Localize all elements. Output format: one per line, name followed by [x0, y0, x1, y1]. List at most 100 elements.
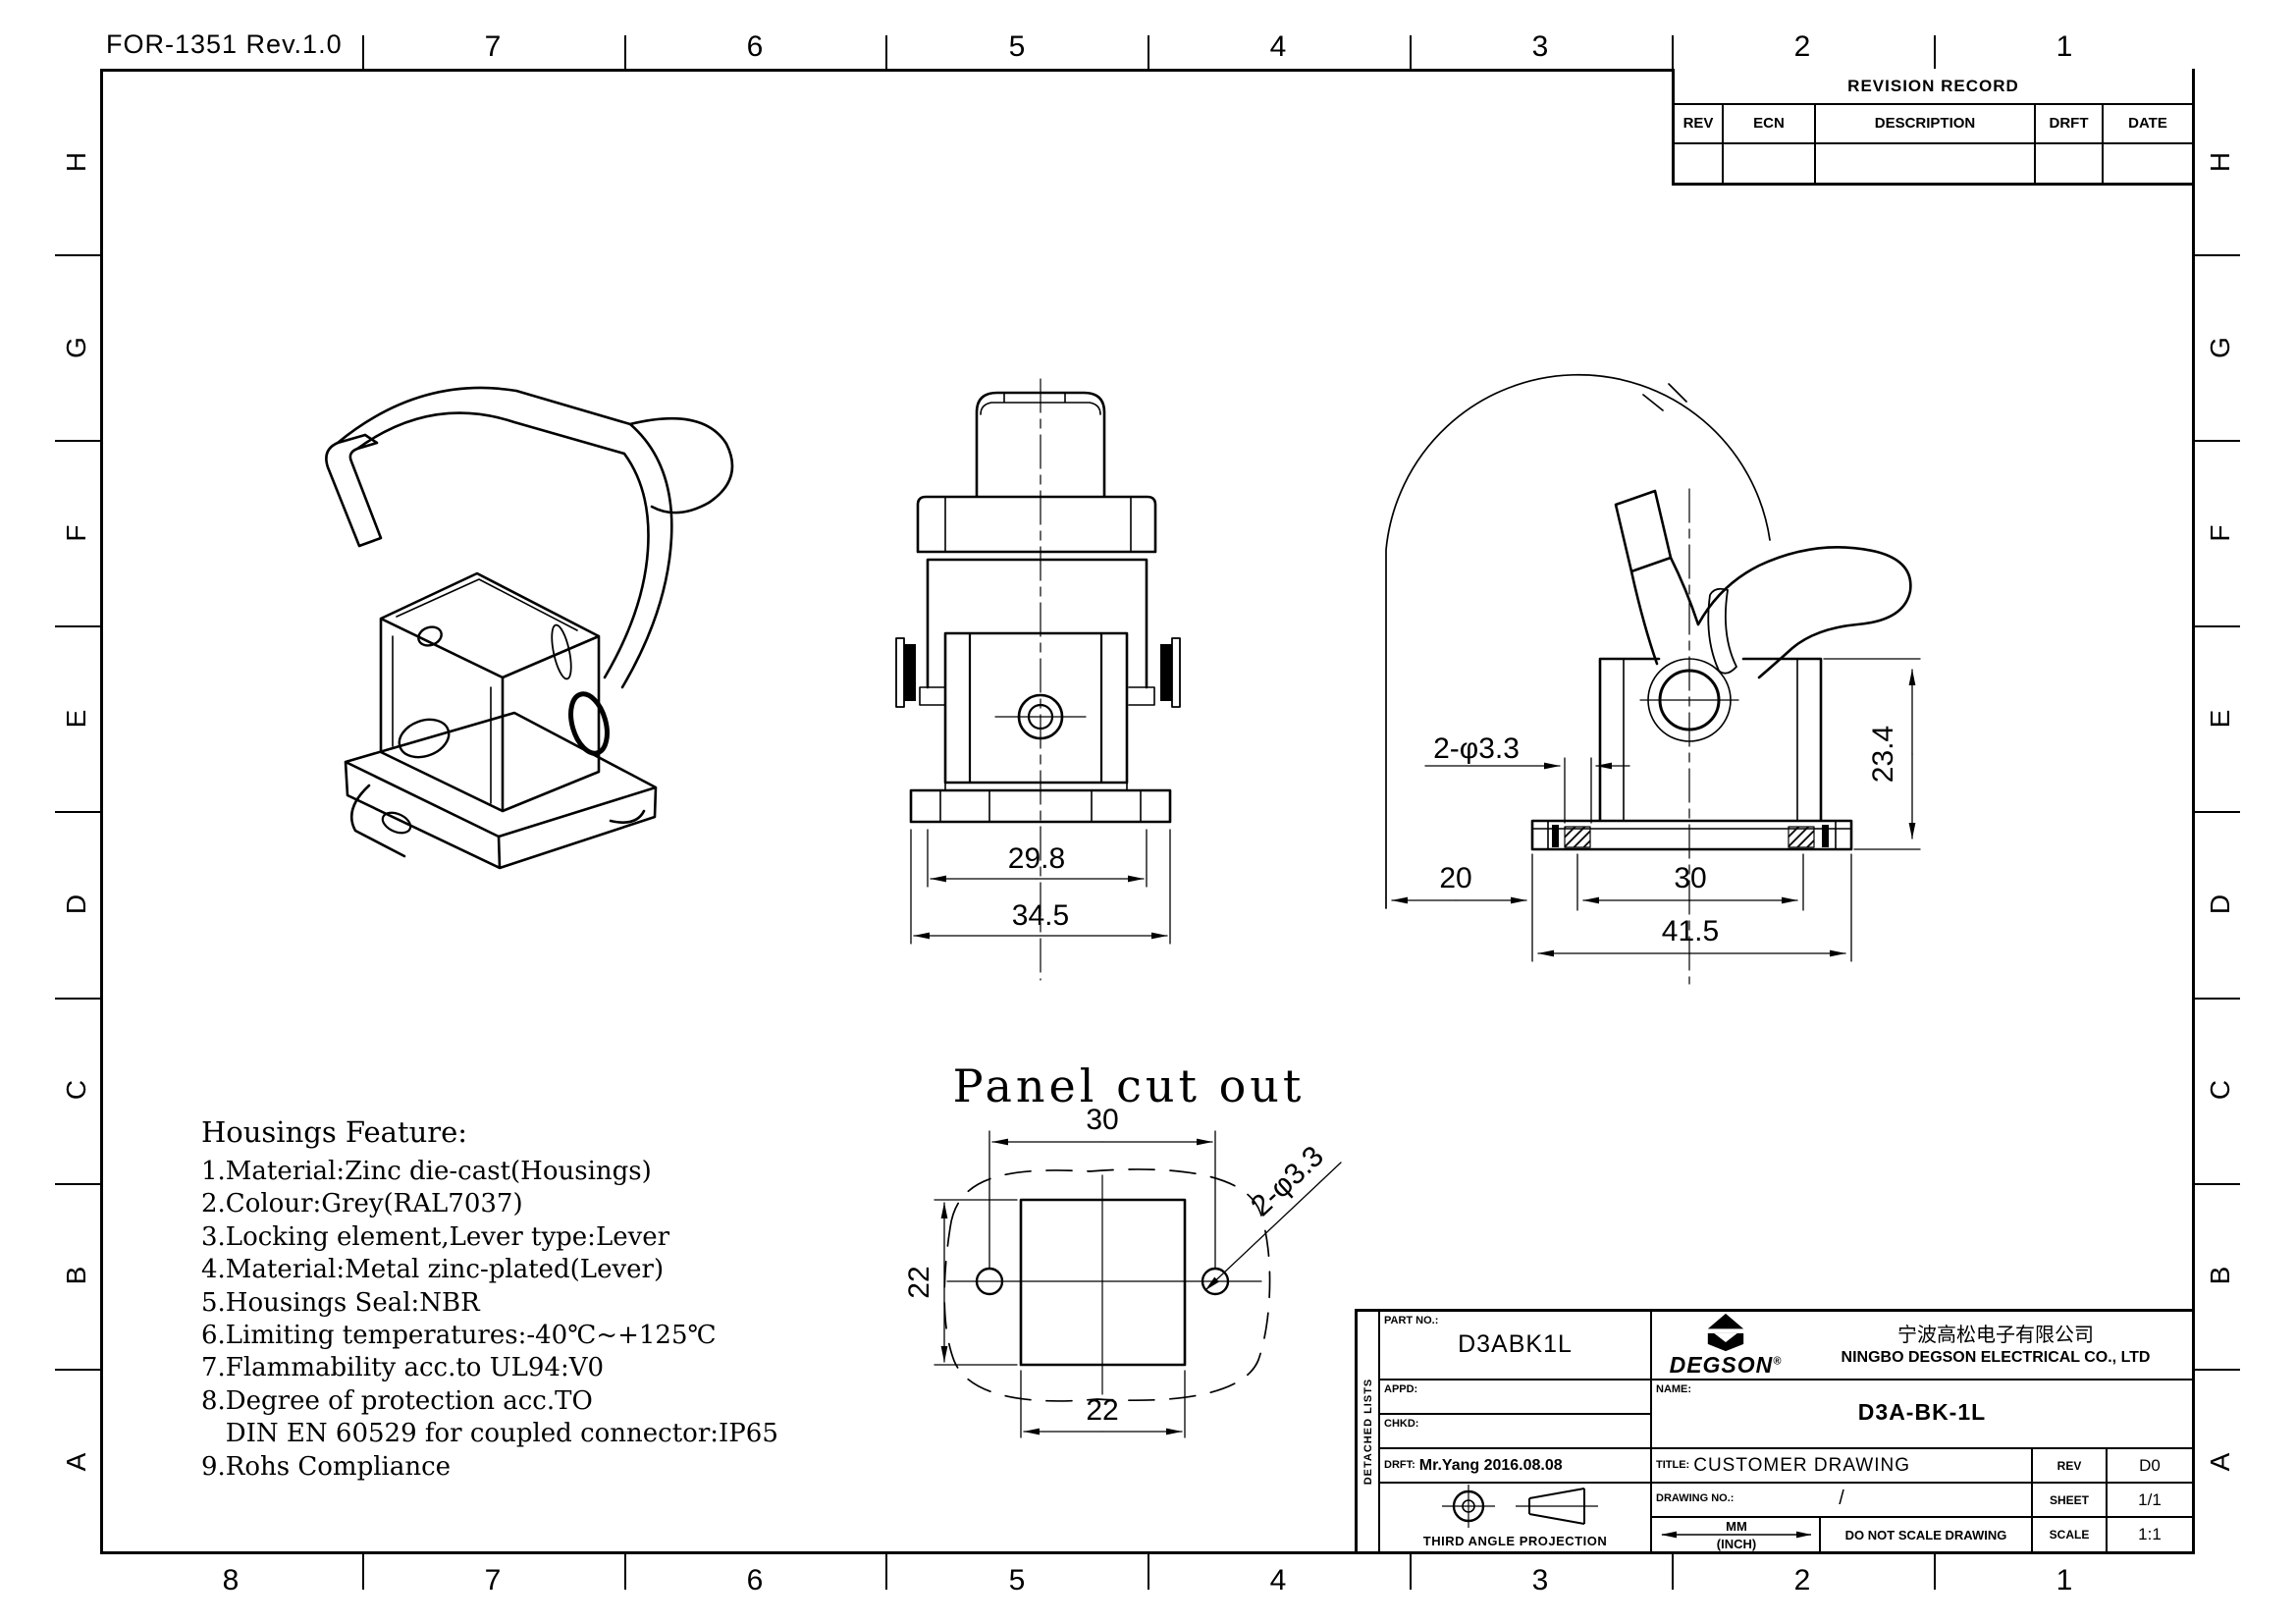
revision-col-ecn: ECN — [1724, 105, 1816, 144]
brand-logo-block: DEGSON® — [1652, 1313, 1799, 1379]
zone-number-top: 3 — [1531, 30, 1549, 63]
zone-tick — [1410, 35, 1412, 69]
drawing-frame — [100, 69, 2195, 1554]
name-cell: NAME: D3A-BK-1L — [1652, 1380, 2192, 1449]
zone-number-top: 4 — [1269, 30, 1287, 63]
zone-letter-left: H — [61, 151, 91, 173]
zone-tick — [362, 35, 364, 69]
part-no-value: D3ABK1L — [1458, 1329, 1573, 1358]
chkd-label: CHKD: — [1384, 1418, 1419, 1430]
housings-feature-list: Housings Feature: 1.Material:Zinc die-ca… — [201, 1112, 829, 1484]
zone-tick — [624, 35, 626, 69]
zone-letter-left: E — [61, 709, 91, 729]
zone-letter-left: D — [61, 893, 91, 915]
zone-letter-left: F — [61, 524, 91, 542]
revision-col-rev: REV — [1675, 105, 1724, 144]
feature-item: 4.Material:Metal zinc-plated(Lever) — [201, 1255, 665, 1285]
zone-number-bottom: 4 — [1269, 1564, 1287, 1597]
zone-tick — [2195, 1369, 2240, 1371]
degson-logo-icon — [1707, 1313, 1744, 1351]
zone-tick — [55, 625, 100, 627]
company-name-en: NINGBO DEGSON ELECTRICAL CO., LTD — [1841, 1348, 2151, 1366]
zone-tick — [1148, 1554, 1149, 1590]
do-not-scale-cell: DO NOT SCALE DRAWING — [1821, 1518, 2033, 1551]
zone-letter-right: C — [2205, 1079, 2235, 1101]
title-block: DETACHED LISTS PART NO.: D3ABK1L DEGSON®… — [1355, 1309, 2195, 1554]
zone-letter-right: F — [2205, 524, 2235, 542]
drawing-title-cell: TITLE: CUSTOMER DRAWING — [1652, 1449, 2033, 1484]
zone-letter-left: C — [61, 1079, 91, 1101]
zone-tick — [885, 1554, 887, 1590]
units-mm-label: MM — [1726, 1519, 1747, 1534]
zone-number-top: 7 — [484, 30, 502, 63]
company-names: 宁波高松电子有限公司 NINGBO DEGSON ELECTRICAL CO.,… — [1799, 1324, 2192, 1368]
zone-tick — [1148, 35, 1149, 69]
zone-number-bottom: 3 — [1531, 1564, 1549, 1597]
revision-col-description: DESCRIPTION — [1816, 105, 2036, 144]
rev-value-cell: D0 — [2108, 1449, 2192, 1484]
zone-tick — [1672, 1554, 1674, 1590]
feature-item: 2.Colour:Grey(RAL7037) — [201, 1189, 523, 1219]
company-cell: DEGSON® 宁波高松电子有限公司 NINGBO DEGSON ELECTRI… — [1652, 1312, 2192, 1380]
zone-letter-right: E — [2205, 709, 2235, 729]
zone-number-top: 1 — [2056, 30, 2073, 63]
zone-tick — [2195, 811, 2240, 813]
zone-letter-right: D — [2205, 893, 2235, 915]
zone-tick — [1672, 35, 1674, 69]
zone-letter-right: H — [2205, 151, 2235, 173]
zone-tick — [2195, 254, 2240, 256]
sheet-label-cell: SHEET — [2033, 1484, 2108, 1518]
units-arrow-icon: MM (INCH) — [1661, 1519, 1812, 1551]
drft-label: DRFT: — [1384, 1459, 1415, 1472]
zone-tick — [55, 440, 100, 442]
detached-lists-label: DETACHED LISTS — [1362, 1378, 1374, 1486]
detached-lists-strip: DETACHED LISTS — [1358, 1312, 1380, 1551]
zone-number-bottom: 2 — [1793, 1564, 1811, 1597]
brand-wordmark: DEGSON® — [1670, 1352, 1783, 1379]
feature-item: 8.Degree of protection acc.TO — [201, 1385, 593, 1416]
zone-letter-right: A — [2205, 1452, 2235, 1472]
units-inch-label: (INCH) — [1717, 1537, 1756, 1551]
drawing-title-value: CUSTOMER DRAWING — [1693, 1454, 1910, 1476]
zone-tick — [1934, 35, 1936, 69]
zone-number-bottom: 7 — [484, 1564, 502, 1597]
zone-letter-left: B — [61, 1266, 91, 1285]
zone-number-bottom: 8 — [222, 1564, 240, 1597]
brand-name: DEGSON — [1669, 1351, 1774, 1378]
zone-number-bottom: 1 — [2056, 1564, 2073, 1597]
zone-tick — [55, 254, 100, 256]
zone-number-top: 6 — [746, 30, 764, 63]
zone-tick — [55, 1369, 100, 1371]
drawing-title-label: TITLE: — [1656, 1459, 1690, 1472]
revision-empty-cell — [1675, 144, 1724, 183]
feature-item: 6.Limiting temperatures:-40℃~+125℃ — [201, 1321, 717, 1351]
rev-label-cell: REV — [2033, 1449, 2108, 1484]
zone-number-bottom: 6 — [746, 1564, 764, 1597]
appd-cell: APPD: — [1380, 1380, 1652, 1415]
scale-value-cell: 1:1 — [2138, 1525, 2162, 1543]
name-value: D3A-BK-1L — [1857, 1398, 1987, 1425]
revision-empty-cell — [2036, 144, 2104, 183]
zone-tick — [55, 811, 100, 813]
company-name-cn: 宁波高松电子有限公司 — [1897, 1324, 2094, 1346]
revision-empty-cell — [1724, 144, 1816, 183]
projection-cell: THIRD ANGLE PROJECTION — [1380, 1484, 1652, 1551]
zone-tick — [2195, 1183, 2240, 1185]
zone-number-top: 2 — [1793, 30, 1811, 63]
part-no-cell: PART NO.: D3ABK1L — [1380, 1312, 1652, 1380]
chkd-cell: CHKD: — [1380, 1415, 1652, 1449]
appd-label: APPD: — [1384, 1383, 1418, 1395]
revision-col-date: DATE — [2104, 105, 2192, 144]
feature-item: DIN EN 60529 for coupled connector:IP65 — [201, 1419, 778, 1449]
projection-caption: THIRD ANGLE PROJECTION — [1422, 1534, 1608, 1548]
feature-item: 9.Rohs Compliance — [201, 1451, 452, 1482]
feature-item: 7.Flammability acc.to UL94:V0 — [201, 1353, 605, 1383]
zone-tick — [1934, 1554, 1936, 1590]
feature-item: 3.Locking element,Lever type:Lever — [201, 1221, 670, 1252]
zone-tick — [1410, 1554, 1412, 1590]
zone-tick — [362, 1554, 364, 1590]
drawing-no-cell: DRAWING NO.: / — [1652, 1484, 2033, 1518]
zone-tick — [2195, 998, 2240, 1000]
revision-record-title: REVISION RECORD — [1675, 69, 2192, 105]
zone-number-bottom: 5 — [1008, 1564, 1026, 1597]
